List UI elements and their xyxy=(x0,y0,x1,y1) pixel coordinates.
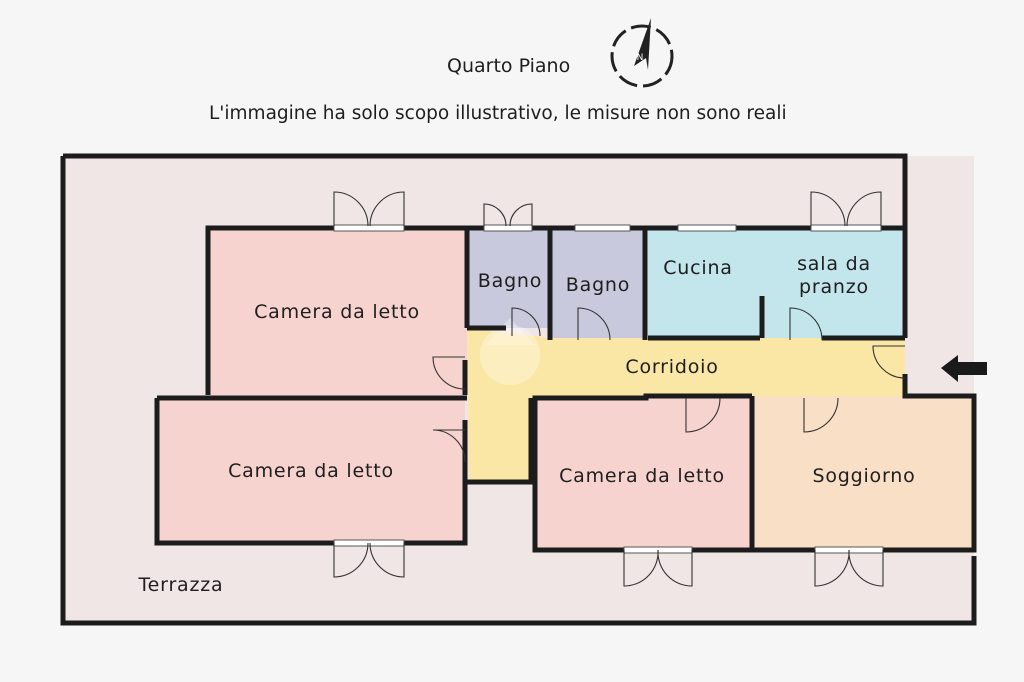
label-terrace: Terrazza xyxy=(138,574,224,596)
label-bathroom-1: Bagno xyxy=(478,270,542,292)
compass-north-label: N xyxy=(637,53,644,63)
floor-title: Quarto Piano xyxy=(447,55,571,77)
watermark-logo xyxy=(480,318,540,385)
label-bathroom-2: Bagno xyxy=(566,274,630,296)
label-dining-line1: sala da xyxy=(797,253,871,275)
living-room xyxy=(752,396,973,550)
disclaimer-text: L'immagine ha solo scopo illustrativo, l… xyxy=(209,103,787,124)
label-corridor: Corridoio xyxy=(625,356,718,378)
bedroom-top-left xyxy=(208,228,467,395)
bathroom-2 xyxy=(550,228,643,338)
entrance-arrow-icon xyxy=(941,355,987,382)
label-living-room: Soggiorno xyxy=(812,465,915,487)
label-kitchen: Cucina xyxy=(663,257,733,279)
bathroom-1 xyxy=(467,228,550,328)
label-bedroom-middle: Camera da letto xyxy=(559,465,725,487)
label-bedroom-top-left: Camera da letto xyxy=(254,301,420,323)
kitchen-dining xyxy=(648,228,902,338)
label-bedroom-bottom-left: Camera da letto xyxy=(228,460,394,482)
bedroom-middle xyxy=(536,398,750,550)
bedroom-bottom-left xyxy=(157,398,465,542)
compass-icon: N xyxy=(610,18,674,88)
door-swings xyxy=(333,191,906,587)
corridor xyxy=(467,328,905,482)
label-dining-line2: pranzo xyxy=(799,276,869,298)
